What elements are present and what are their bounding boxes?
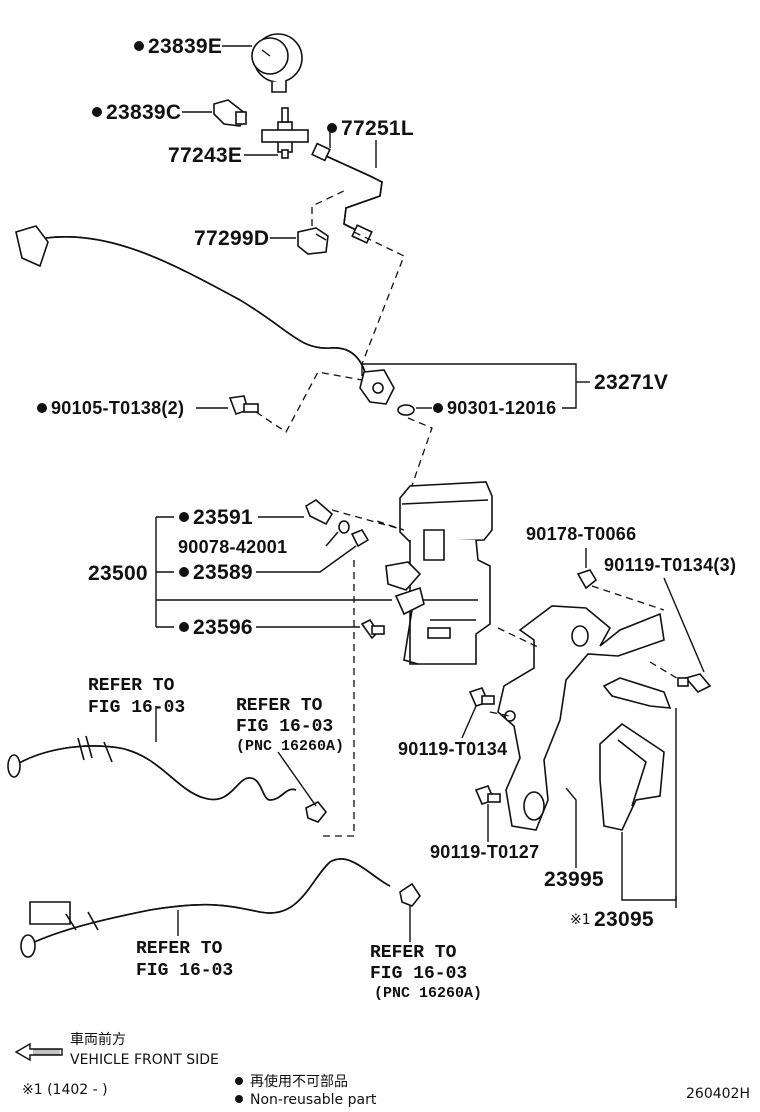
part-number: 23500 [88,562,148,585]
callout-23589[interactable]: 23589 [179,561,253,584]
refer-line-2: FIG 16-03 [136,961,233,981]
pipe-77251L-drawing [311,142,383,244]
non-reusable-en: Non-reusable part [250,1092,377,1108]
callout-77299D[interactable]: 77299D [194,227,269,250]
vehicle-front-en: VEHICLE FRONT SIDE [70,1052,219,1068]
callout-90178-T0066[interactable]: 90178-T0066 [526,524,636,544]
refer-line-2: FIG 16-03 [236,717,333,737]
refer-line-2: FIG 16-03 [88,698,185,718]
callout-77243E[interactable]: 77243E [168,144,242,167]
hose-upper-left-drawing [7,735,328,823]
callout-90105-T0138[interactable]: 90105-T0138(2) [37,398,184,418]
part-number: 23271V [594,371,668,394]
refer-line-1: REFER TO [370,943,457,963]
fitting-23591-drawing [305,499,334,526]
refer-pnc: (PNC 16260A) [374,985,482,1002]
callout-23596[interactable]: 23596 [179,616,253,639]
clamp-77299D-drawing [297,227,329,255]
vehicle-front-jp: 車両前方 [70,1031,126,1048]
part-number: 90105-T0138(2) [51,398,184,418]
nut-90178-drawing [576,569,598,590]
refer-line-1: REFER TO [88,676,175,696]
refer-to-fig-16-03-b[interactable]: REFER TO FIG 16-03 (PNC 16260A) [236,696,344,755]
part-number: 23589 [193,561,253,584]
cross-connector-drawing [261,107,309,159]
part-number: 90178-T0066 [526,524,636,544]
pressure-gauge-drawing [251,33,303,93]
non-reusable-mark-icon [235,1095,243,1103]
callout-90301-12016[interactable]: 90301-12016 [433,398,556,418]
hose-lower-drawing [20,858,421,958]
part-number: 90078-42001 [178,537,287,557]
callout-23839C[interactable]: 23839C [92,101,181,124]
non-reusable-mark [433,403,443,413]
callout-90078-42001[interactable]: 90078-42001 [178,537,287,557]
bolt-90119-T0134-3-drawing [677,673,712,693]
gasket-90078-drawing [338,520,350,534]
figure-id: 260402H [686,1086,750,1102]
part-number: 90119-T0134(3) [604,555,736,575]
bolt-90119-T0134-drawing [468,687,495,707]
part-number: 90301-12016 [447,398,556,418]
non-reusable-mark [179,567,189,577]
callout-90119-T0127[interactable]: 90119-T0127 [430,842,539,862]
bolt-23596-drawing [360,618,385,640]
non-reusable-mark [92,107,102,117]
refer-to-fig-16-03-c[interactable]: REFER TO FIG 16-03 [136,939,233,981]
non-reusable-jp: 再使用不可部品 [250,1073,348,1090]
refer-line-1: REFER TO [136,939,223,959]
part-number: 77243E [168,144,242,167]
note-date-range: ※1 (1402 - ) [22,1082,108,1098]
callout-23095[interactable]: ※1 23095 [570,908,654,931]
legend: 車両前方 VEHICLE FRONT SIDE ※1 (1402 - ) 再使用… [14,1031,750,1108]
callout-23839E[interactable]: 23839E [134,35,222,58]
refer-to-fig-16-03-a[interactable]: REFER TO FIG 16-03 [88,676,185,718]
part-number: 23839C [106,101,181,124]
part-number: 23596 [193,616,253,639]
non-reusable-mark [327,123,337,133]
part-number: 23995 [544,868,604,891]
part-number: 90119-T0134 [398,739,507,759]
note-mark: ※1 [570,912,591,928]
non-reusable-mark [37,403,47,413]
bolt-90119-T0127-drawing [474,785,501,805]
refer-line-2: FIG 16-03 [370,964,467,984]
part-number: 90119-T0127 [430,842,539,862]
fitting-23839C-drawing [213,99,248,127]
o-ring-drawing [397,404,415,416]
callout-23995[interactable]: 23995 [544,868,604,891]
callout-90119-T0134-3[interactable]: 90119-T0134(3) [604,555,736,575]
hose-23271V-drawing [15,225,395,405]
refer-pnc: (PNC 16260A) [236,738,344,755]
part-number: 23095 [594,908,654,931]
callout-90119-T0134[interactable]: 90119-T0134 [398,739,507,759]
callout-23271V[interactable]: 23271V [594,371,668,394]
refer-line-1: REFER TO [236,696,323,716]
fitting-23589-drawing [350,529,370,548]
callout-77251L[interactable]: 77251L [327,117,414,140]
callout-23500[interactable]: 23500 [88,562,148,585]
refer-to-fig-16-03-d[interactable]: REFER TO FIG 16-03 (PNC 16260A) [370,943,482,1002]
vehicle-front-arrow-icon [14,1042,63,1062]
part-number: 23839E [148,35,222,58]
part-number: 77251L [341,117,414,140]
part-number: 23591 [193,506,253,529]
non-reusable-mark [179,622,189,632]
non-reusable-mark-icon [235,1077,243,1085]
cover-23095-drawing [599,677,672,831]
bracket-23995-drawing [497,605,665,831]
non-reusable-mark [134,41,144,51]
pump-assembly-drawing [385,481,493,665]
bolt-90105-drawing [228,395,259,416]
part-number: 77299D [194,227,269,250]
non-reusable-mark [179,512,189,522]
callout-23591[interactable]: 23591 [179,506,253,529]
